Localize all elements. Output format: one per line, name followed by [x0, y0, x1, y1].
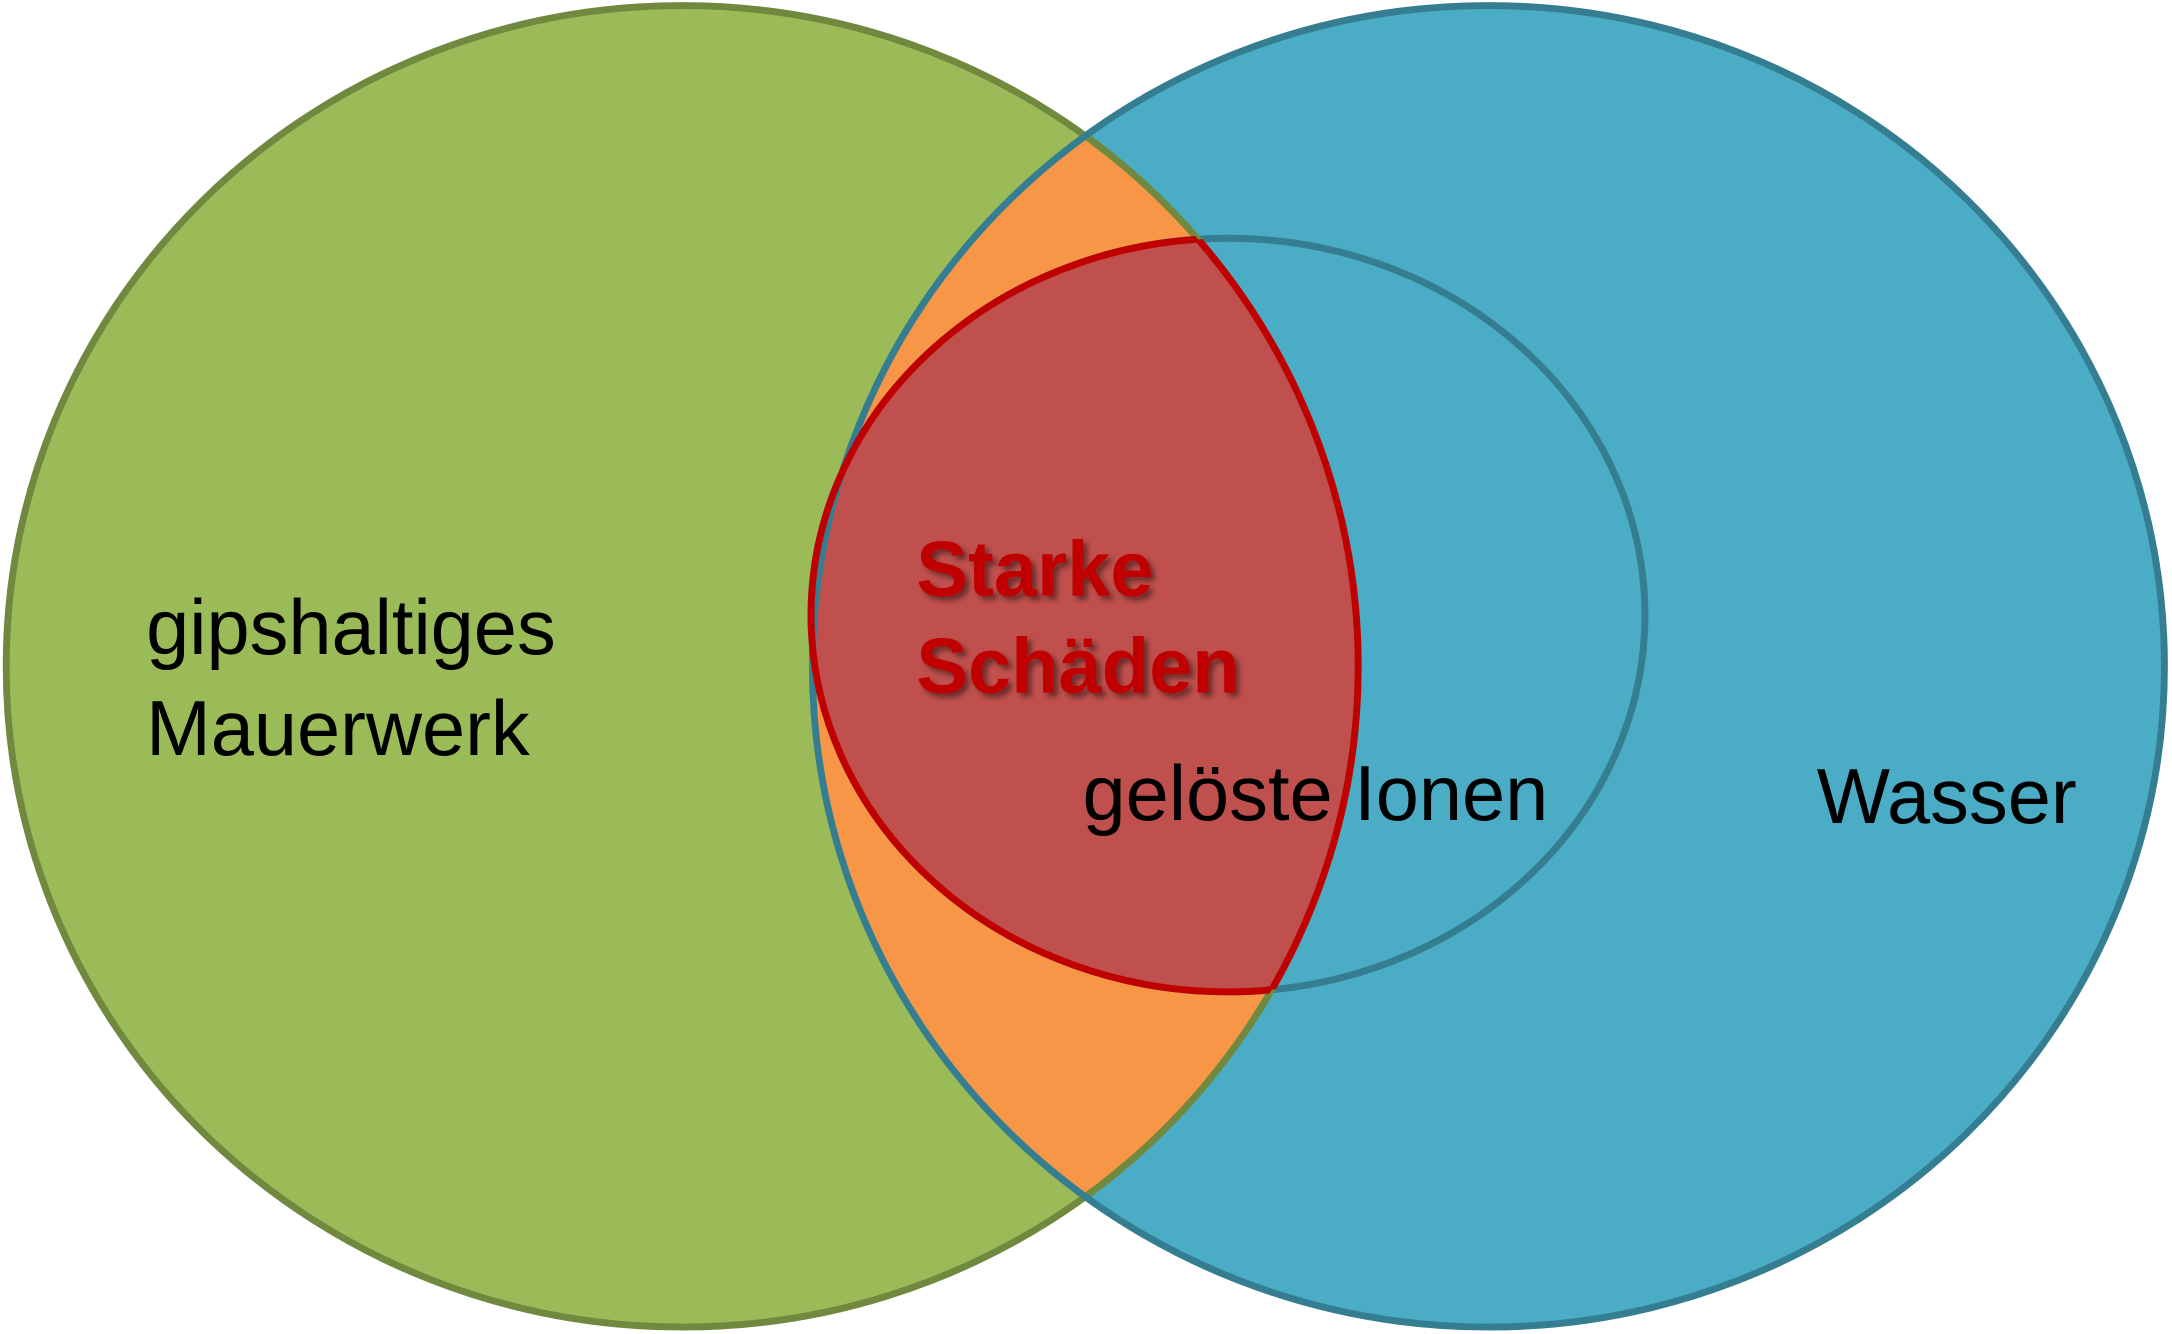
- damage-region: [811, 238, 1359, 992]
- damage-label-line2: Schäden: [916, 624, 1239, 710]
- masonry-label-line1: gipshaltiges: [146, 585, 556, 671]
- ions-label: gelöste Ionen: [1083, 751, 1549, 837]
- water-label: Wasser: [1817, 754, 2077, 840]
- damage-outline-circle: [811, 238, 1362, 992]
- damage-label-line1: Starke: [916, 527, 1153, 613]
- masonry-label-line2: Mauerwerk: [146, 686, 530, 772]
